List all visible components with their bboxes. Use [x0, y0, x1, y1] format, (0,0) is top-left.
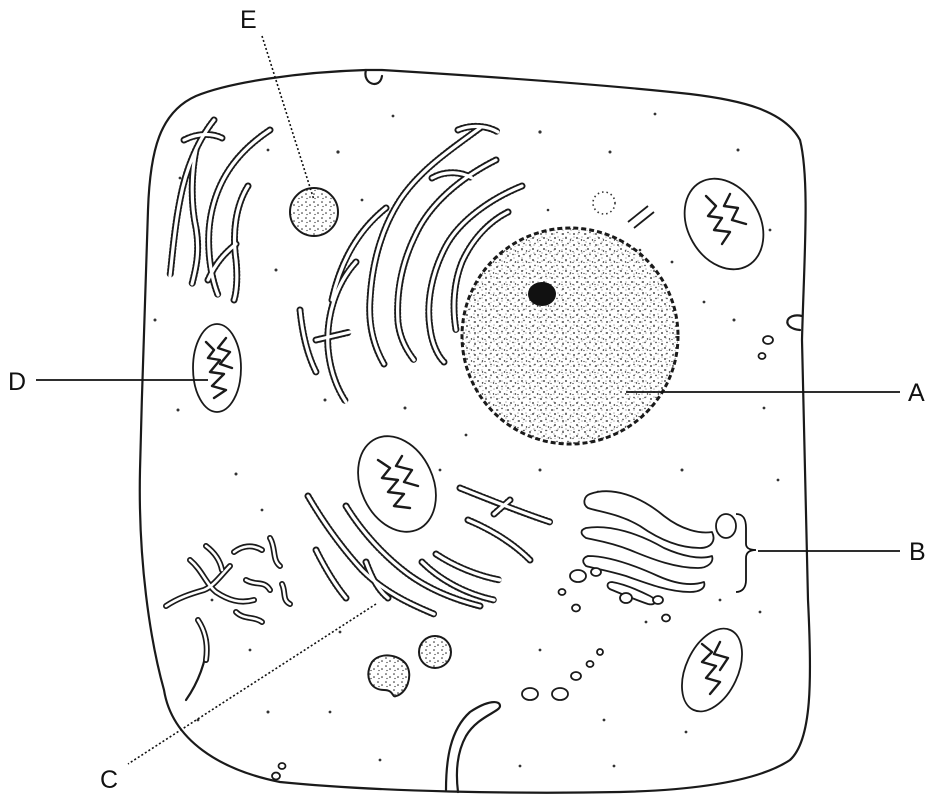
label-a: A: [908, 379, 925, 407]
centrioles: [593, 192, 654, 228]
mitochondrion-d: [193, 324, 241, 412]
leader-line-e: [262, 36, 314, 200]
mitochondrion-lower-right: [670, 619, 754, 721]
leader-line-c: [128, 604, 376, 764]
smooth-er: [166, 538, 290, 660]
label-e: E: [240, 6, 257, 34]
rough-er-upper-left: [170, 120, 270, 300]
lysosome: [290, 188, 338, 236]
label-b: B: [909, 538, 926, 566]
vesicles-lower: [368, 636, 451, 696]
nucleolus: [528, 282, 556, 306]
golgi-bracket: [736, 514, 756, 592]
golgi-apparatus: [559, 491, 737, 621]
label-c: C: [100, 766, 118, 794]
label-d: D: [8, 368, 26, 396]
nucleus: [462, 228, 678, 444]
label-leader-lines: [36, 36, 900, 764]
mitochondrion-upper-right: [669, 164, 779, 283]
